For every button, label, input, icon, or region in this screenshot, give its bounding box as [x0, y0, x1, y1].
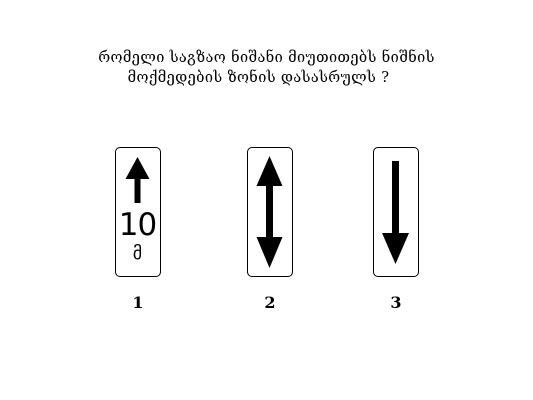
arrow-down-icon: [382, 161, 409, 264]
question-text-line-1: რომელი საგზაო ნიშანი მიუთითებს ნიშნის: [98, 50, 435, 66]
distance-value: 10: [118, 207, 157, 243]
answer-option-2-sign[interactable]: [247, 147, 293, 277]
answer-option-1-number[interactable]: 1: [132, 293, 144, 312]
question-text-line-2-content: მოქმედების ზონის დასასრულს ?: [127, 70, 390, 86]
answer-option-3-sign[interactable]: [373, 147, 419, 277]
arrow-up-down-icon: [256, 156, 283, 268]
question-text-line-2: მოქმედების ზონის დასასრულს ?: [0, 70, 533, 86]
arrow-up-icon: [125, 157, 150, 203]
answer-option-2-number[interactable]: 2: [264, 293, 276, 312]
distance-unit: მ: [132, 243, 143, 264]
answer-option-3-number[interactable]: 3: [390, 293, 402, 312]
answer-option-1-sign[interactable]: 10 მ: [115, 147, 161, 277]
